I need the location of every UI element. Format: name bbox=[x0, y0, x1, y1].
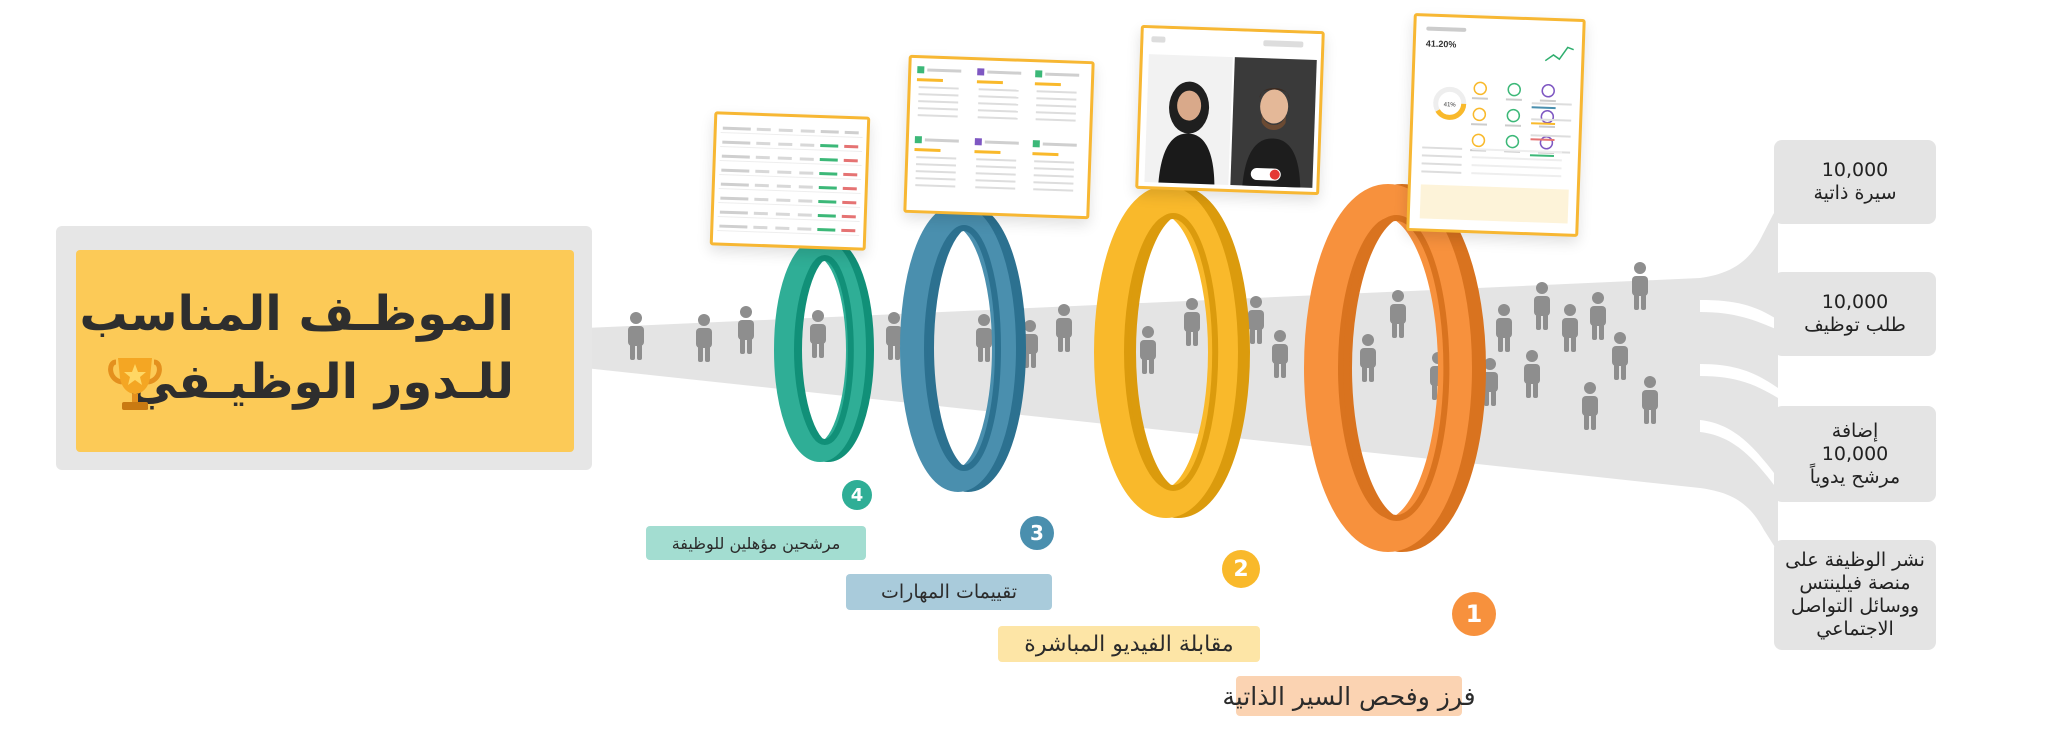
person-icon bbox=[1056, 304, 1072, 352]
woman-avatar bbox=[1158, 81, 1215, 185]
dashboard-screenshot: 41.20% 41% bbox=[1406, 13, 1586, 237]
person-icon bbox=[1632, 262, 1648, 310]
video-preview bbox=[1142, 27, 1322, 188]
title-line-1: الموظـف المناسب bbox=[79, 286, 514, 342]
ring-stage-1 bbox=[1304, 184, 1486, 552]
stage-number-badge-2: 2 bbox=[1222, 550, 1260, 588]
source-line: ووسائل التواصل bbox=[1790, 595, 1920, 617]
dashboard-percent: 41.20% bbox=[1426, 39, 1457, 50]
source-line: منصة فيلينتس bbox=[1799, 572, 1911, 594]
source-line: 10,000 bbox=[1821, 159, 1889, 181]
ring-stage-2 bbox=[1094, 186, 1250, 518]
stage-number-badge-3: 3 bbox=[1020, 516, 1054, 550]
person-icon bbox=[1590, 292, 1606, 340]
trophy-icon bbox=[108, 358, 162, 410]
stage-label-1: فرز وفحص السير الذاتية bbox=[1222, 676, 1476, 716]
person-icon bbox=[810, 310, 826, 358]
dashboard-preview: 41.20% 41% bbox=[1419, 26, 1574, 224]
title-card: الموظـف المناسب للـدور الوظيـفي bbox=[76, 250, 574, 452]
person-icon bbox=[1248, 296, 1264, 344]
person-icon bbox=[1360, 334, 1376, 382]
source-line: مرشح يدوياً bbox=[1809, 465, 1901, 488]
assessment-preview bbox=[914, 66, 1080, 192]
title-line-2: للـدور الوظيـفي bbox=[129, 354, 514, 410]
person-icon bbox=[1140, 326, 1156, 374]
source-line: إضافة bbox=[1831, 419, 1879, 442]
stage-label-2: مقابلة الفيديو المباشرة bbox=[998, 626, 1260, 662]
source-line: 10,000 bbox=[1821, 291, 1889, 313]
filter-rings bbox=[774, 184, 1486, 552]
applicants-table-screenshot bbox=[709, 111, 871, 251]
source-line: الاجتماعي bbox=[1816, 618, 1894, 640]
person-icon bbox=[628, 312, 644, 360]
person-icon bbox=[1272, 330, 1288, 378]
person-icon bbox=[1534, 282, 1550, 330]
source-line: سيرة ذاتية bbox=[1813, 182, 1897, 204]
source-line: نشر الوظيفة على bbox=[1785, 549, 1925, 571]
stage-label-4: مرشحين مؤهلين للوظيفة bbox=[646, 526, 866, 560]
person-icon bbox=[886, 312, 902, 360]
ring-stage-3 bbox=[900, 204, 1026, 492]
assessments-screenshot bbox=[903, 54, 1095, 220]
person-icon bbox=[1612, 332, 1628, 380]
person-icon bbox=[1496, 304, 1512, 352]
stage-label-3: تقييمات المهارات bbox=[846, 574, 1052, 610]
person-icon bbox=[696, 314, 712, 362]
person-icon bbox=[1390, 290, 1406, 338]
source-line: طلب توظيف bbox=[1804, 314, 1906, 336]
table-preview bbox=[717, 126, 863, 236]
person-icon bbox=[1184, 298, 1200, 346]
video-interview-screenshot bbox=[1135, 24, 1325, 196]
person-icon bbox=[1562, 304, 1578, 352]
person-icon bbox=[1642, 376, 1658, 424]
source-line: 10,000 bbox=[1821, 442, 1889, 465]
person-icon bbox=[976, 314, 992, 362]
person-icon bbox=[738, 306, 754, 354]
person-icon bbox=[1582, 382, 1598, 430]
stage-number-badge-1: 1 bbox=[1452, 592, 1496, 636]
dashboard-ring-value: 41% bbox=[1444, 102, 1457, 108]
person-icon bbox=[1524, 350, 1540, 398]
stage-number-badge-4: 4 bbox=[842, 480, 872, 510]
